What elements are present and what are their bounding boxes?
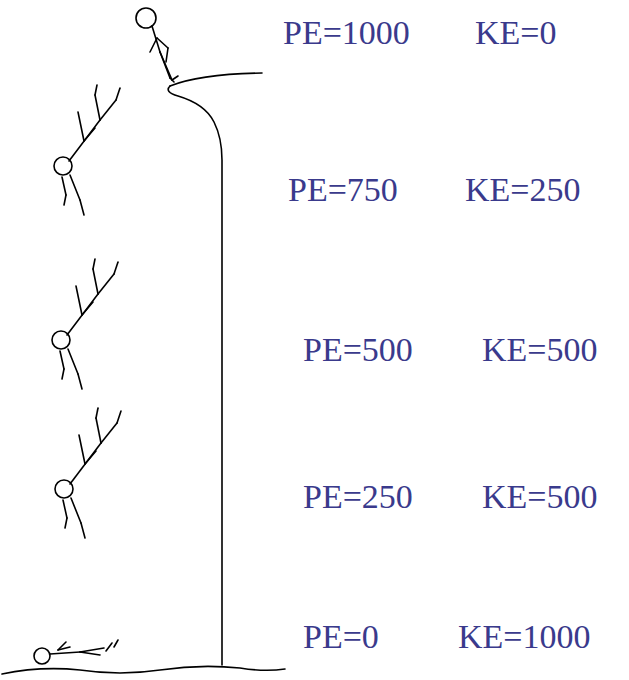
limb bbox=[50, 652, 80, 654]
limb bbox=[98, 274, 114, 294]
fallen-figure bbox=[34, 640, 118, 664]
limb bbox=[85, 451, 96, 464]
limb bbox=[68, 349, 78, 374]
limb bbox=[101, 423, 117, 443]
limb bbox=[79, 435, 85, 464]
energy-label: KE=1000 bbox=[458, 620, 591, 654]
limb bbox=[160, 52, 170, 78]
limb bbox=[96, 408, 98, 418]
falling-figure bbox=[55, 408, 121, 538]
limb bbox=[117, 411, 121, 423]
limb bbox=[65, 518, 67, 528]
limb bbox=[58, 647, 70, 650]
limb bbox=[71, 498, 81, 523]
limb bbox=[114, 262, 118, 274]
limb bbox=[80, 652, 100, 655]
limb bbox=[96, 418, 101, 443]
limb bbox=[70, 443, 101, 484]
energy-label: PE=500 bbox=[303, 333, 413, 367]
limb bbox=[106, 643, 112, 651]
limb bbox=[157, 38, 168, 48]
limb bbox=[67, 294, 98, 335]
cliff-top bbox=[170, 73, 262, 86]
energy-label: PE=0 bbox=[303, 620, 379, 654]
stick-figure bbox=[136, 8, 178, 82]
limb bbox=[150, 38, 157, 52]
ground bbox=[2, 666, 285, 674]
limb bbox=[62, 177, 66, 195]
limb bbox=[82, 302, 93, 315]
limb bbox=[95, 95, 100, 120]
limb bbox=[93, 269, 98, 294]
energy-label: KE=0 bbox=[475, 16, 557, 50]
limb bbox=[64, 195, 66, 205]
head bbox=[34, 648, 50, 664]
limb bbox=[93, 259, 95, 269]
energy-label: PE=250 bbox=[303, 480, 413, 514]
limb bbox=[160, 52, 172, 80]
limb bbox=[95, 85, 97, 95]
limb bbox=[114, 640, 118, 647]
limb bbox=[60, 351, 64, 369]
falling-figure bbox=[54, 85, 120, 215]
limb bbox=[78, 374, 82, 389]
limb bbox=[70, 175, 80, 200]
limb bbox=[81, 523, 85, 538]
limb bbox=[84, 128, 95, 141]
cliff-face bbox=[168, 86, 222, 665]
energy-label: PE=1000 bbox=[283, 16, 410, 50]
limb bbox=[76, 286, 82, 315]
head bbox=[136, 8, 156, 28]
limb bbox=[63, 500, 67, 518]
energy-label: PE=750 bbox=[288, 173, 398, 207]
energy-label: KE=250 bbox=[465, 173, 581, 207]
limb bbox=[172, 76, 178, 80]
limb bbox=[116, 88, 120, 100]
limb bbox=[80, 200, 84, 215]
limb bbox=[100, 100, 116, 120]
energy-label: KE=500 bbox=[482, 480, 598, 514]
limb bbox=[69, 120, 100, 161]
energy-label: KE=500 bbox=[482, 333, 598, 367]
limb bbox=[78, 112, 84, 141]
limb bbox=[62, 369, 64, 379]
falling-figure bbox=[52, 259, 118, 389]
limb bbox=[166, 48, 168, 62]
limb bbox=[170, 78, 174, 82]
limb bbox=[80, 648, 104, 652]
